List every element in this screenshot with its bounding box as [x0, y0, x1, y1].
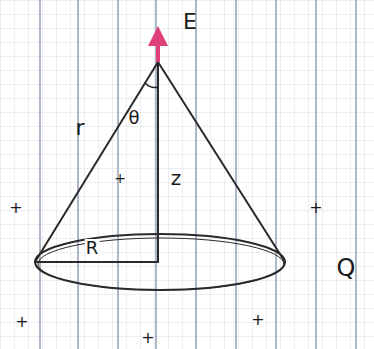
symbol-label: Q	[336, 256, 357, 280]
charge-sign: +	[140, 330, 155, 346]
charge-sign: +	[250, 312, 265, 328]
ring-sketch	[38, 238, 284, 290]
cone-side	[158, 62, 285, 262]
charge-sign: +	[14, 314, 29, 330]
charge-sign: +	[113, 171, 127, 185]
charged-ring	[35, 234, 285, 290]
symbol-label: z	[170, 168, 183, 188]
charge-sign: +	[308, 200, 323, 216]
charge-sign: +	[8, 200, 23, 216]
symbol-label: R	[85, 239, 100, 257]
cone-side	[35, 62, 158, 262]
axis-line	[157, 62, 159, 262]
symbol-label: r	[74, 117, 85, 139]
field-arrow	[156, 36, 160, 62]
cone	[35, 62, 285, 290]
symbol-label: θ	[127, 109, 140, 127]
symbol-label: E	[182, 11, 198, 33]
radius-line	[36, 261, 158, 263]
angle-arc	[145, 83, 158, 88]
paper-rules	[40, 0, 356, 349]
